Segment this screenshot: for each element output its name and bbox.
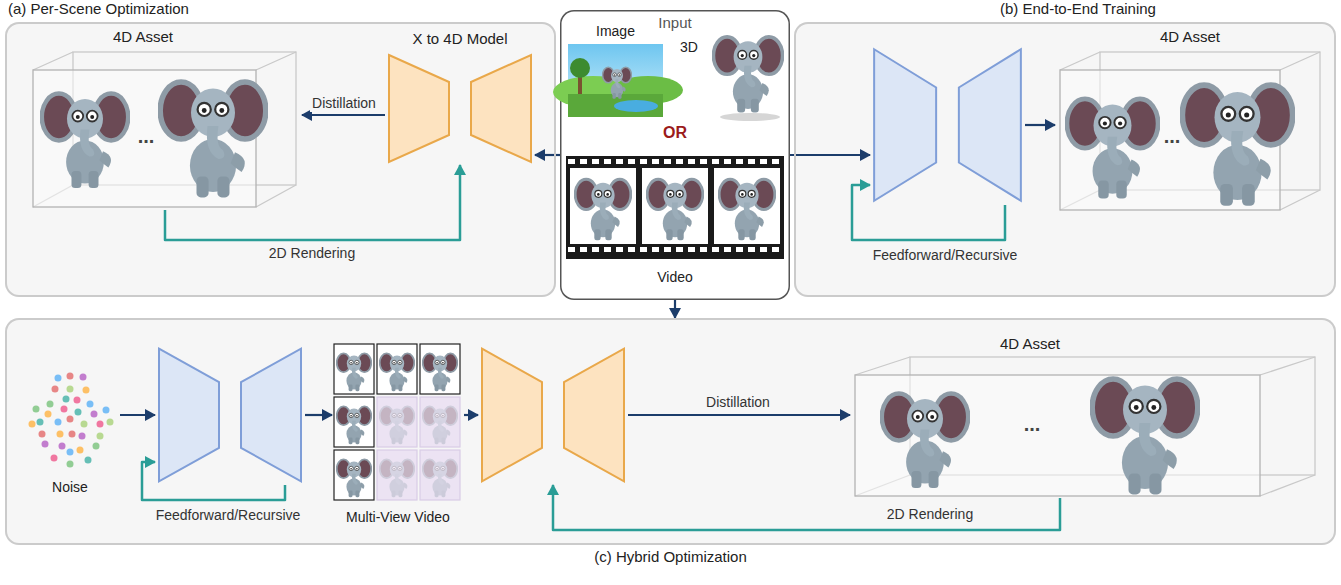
input-panel: Input Image 3D Video xyxy=(560,10,790,300)
node-text: Input xyxy=(658,14,691,32)
flow-arrow xyxy=(628,414,850,416)
asset-prism xyxy=(28,50,302,210)
model-hourglass xyxy=(385,52,535,165)
panel-ground xyxy=(560,10,790,300)
text-holder: 4D Asset xyxy=(930,335,1130,353)
model-box xyxy=(478,345,628,485)
or-label: OR xyxy=(663,123,687,142)
node-text: 4D Asset xyxy=(1160,28,1220,46)
text-holder: Multi-View Video xyxy=(312,508,484,526)
node-text: 4D Asset xyxy=(113,28,173,46)
flow-arrow xyxy=(790,154,870,156)
noise-cloud xyxy=(20,364,120,474)
film-strip xyxy=(566,148,784,264)
input-item: 3D xyxy=(680,22,785,122)
edge-label: Feedforward/Recursive xyxy=(154,507,303,524)
panel-ground xyxy=(5,318,1336,545)
text-holder: 2D Rendering xyxy=(212,244,412,262)
edge-label: Distillation xyxy=(310,95,378,112)
edge-label: Distillation xyxy=(704,394,772,411)
node-text: (a) Per-Scene Optimization xyxy=(8,0,189,18)
text-holder: Input xyxy=(560,14,790,32)
input-item: Video xyxy=(566,148,784,294)
node-text: Multi-View Video xyxy=(346,509,450,526)
flow-arrow xyxy=(535,154,560,156)
multiview-grid xyxy=(332,342,464,504)
text-holder: Distillation xyxy=(638,393,838,411)
text-holder: ... xyxy=(1112,124,1232,148)
model-box: X to 4D Model xyxy=(385,30,535,165)
node-text: (b) End-to-End Training xyxy=(1000,0,1156,18)
node-text: 4D Asset xyxy=(1000,335,1060,353)
text-holder: 4D Asset xyxy=(28,28,258,46)
text-holder: 2D Rendering xyxy=(830,505,1030,523)
asset-box: 4D Asset xyxy=(1055,28,1325,213)
3d-elephant xyxy=(710,22,785,122)
text-holder: ... xyxy=(86,124,206,148)
node-text: X to 4D Model xyxy=(412,30,507,48)
node-text: 3D xyxy=(680,39,698,56)
ellipsis: ... xyxy=(1164,124,1181,148)
edge-label: 2D Rendering xyxy=(885,506,975,523)
text-holder: (c) Hybrid Optimization xyxy=(5,548,1336,566)
text-holder: Noise xyxy=(20,478,120,496)
input-item: Image xyxy=(568,22,663,122)
flow-arrow xyxy=(674,300,676,318)
model-box xyxy=(155,345,305,485)
asset-prism xyxy=(850,355,1320,498)
model-hourglass xyxy=(870,45,1025,205)
node-text: Image xyxy=(596,23,635,40)
flow-arrow xyxy=(1025,124,1055,126)
flow-arrow xyxy=(120,414,155,416)
model-hourglass xyxy=(155,345,305,485)
text-holder: X to 4D Model xyxy=(385,30,535,48)
edge-label: 2D Rendering xyxy=(267,245,357,262)
node-text: Noise xyxy=(52,479,88,496)
flow-arrow xyxy=(302,114,385,116)
noise-box: Noise xyxy=(20,362,120,502)
ellipsis: ... xyxy=(1024,412,1041,436)
panel-ground xyxy=(5,22,556,297)
node-text: (c) Hybrid Optimization xyxy=(594,548,747,566)
text-holder: 3D xyxy=(680,38,710,56)
ellipsis: ... xyxy=(138,124,155,148)
asset-box: 4D Asset xyxy=(850,333,1320,498)
panel-ground xyxy=(794,22,1336,297)
multiview-box: Multi-View Video xyxy=(332,342,464,530)
text-holder: (a) Per-Scene Optimization xyxy=(8,0,408,18)
landscape-image xyxy=(568,44,663,117)
flow-arrow xyxy=(305,414,332,416)
text-holder: Feedforward/Recursive xyxy=(845,246,1045,264)
text-holder: 4D Asset xyxy=(1055,28,1325,46)
flow-arrow xyxy=(464,414,478,416)
text-holder: ... xyxy=(972,412,1092,436)
text-holder: Video xyxy=(566,268,784,286)
asset-box: 4D Asset xyxy=(28,28,302,210)
model-hourglass xyxy=(478,345,628,485)
text-holder: Feedforward/Recursive xyxy=(128,506,328,524)
text-holder: OR xyxy=(615,123,735,142)
model-box xyxy=(870,45,1025,205)
edge-label: Feedforward/Recursive xyxy=(871,247,1020,264)
text-holder: Image xyxy=(568,22,663,40)
asset-prism xyxy=(1055,50,1325,213)
text-holder: Distillation xyxy=(244,94,444,112)
node-text: Video xyxy=(657,269,693,286)
text-holder: (b) End-to-End Training xyxy=(1000,0,1320,18)
